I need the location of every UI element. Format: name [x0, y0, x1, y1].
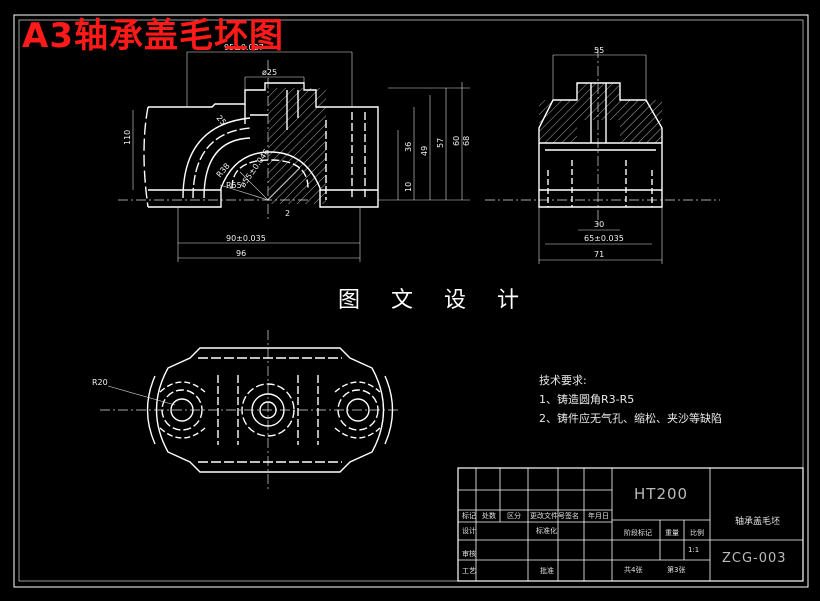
title-block-scale: 1:1: [688, 546, 700, 554]
dim-10: 10: [404, 182, 413, 192]
notes-header: 技术要求:: [539, 374, 587, 387]
dim-36: 36: [404, 142, 413, 152]
title-block-stage-mark: 阶段标记: [624, 529, 652, 537]
header-signature: 签名: [565, 512, 579, 520]
dim-side-65: 65±0.035: [584, 234, 624, 243]
row-design: 设计: [462, 527, 476, 535]
header-change-doc: 更改文件号: [530, 512, 565, 520]
title-block-weight: 重量: [665, 529, 679, 537]
front-view: [143, 82, 379, 208]
dim-r55: R55: [226, 181, 242, 190]
title-block-drawing-no: ZCG-003: [722, 551, 787, 566]
dim-110: 110: [123, 130, 132, 145]
header-count: 处数: [482, 512, 496, 520]
dim-57: 57: [436, 138, 445, 148]
side-dimension-text: 55 30 65±0.035 71: [584, 46, 624, 259]
dim-two: 2: [285, 209, 290, 218]
front-hatch-block: [268, 88, 326, 204]
dim-r20: R20: [92, 378, 108, 387]
title-block-sheet-no: 第3张: [667, 566, 686, 574]
side-hatch-top: [577, 83, 620, 120]
front-dimension-lines: [132, 51, 470, 262]
title-block-grid: [457, 467, 804, 582]
title-block-sheets-total: 共4张: [624, 566, 643, 574]
dim-top-width: 95±0.027: [224, 43, 264, 52]
dim-68: 68: [462, 136, 471, 146]
title-block-ratio: 比例: [690, 529, 704, 537]
drawing-border: [13, 14, 809, 588]
side-hatch-left: [539, 100, 577, 143]
dim-49: 49: [420, 146, 429, 156]
header-zone: 区分: [507, 512, 521, 520]
plan-dimension: R20: [92, 378, 176, 406]
row-review: 审核: [462, 550, 476, 558]
dim-side-71: 71: [594, 250, 604, 259]
plan-view: [146, 347, 394, 473]
dim-r38: R38: [215, 161, 232, 179]
side-hatch-right: [620, 100, 662, 143]
dim-r25: 25: [214, 114, 227, 128]
title-block-material: HT200: [634, 485, 689, 503]
side-dimension-lines: [538, 54, 663, 264]
technical-requirements: 技术要求: 1、铸造圆角R3-R5 2、铸件应无气孔、缩松、夹沙等缺陷: [539, 371, 722, 428]
row-process: 工艺: [462, 567, 476, 575]
inner-border: [18, 19, 804, 582]
note-item-1: 1、铸造圆角R3-R5: [539, 393, 635, 406]
dim-60: 60: [452, 136, 461, 146]
dim-side-30: 30: [594, 220, 604, 229]
row-standard: 标准化: [536, 527, 557, 535]
section-heading: 图 文 设 计: [338, 288, 531, 313]
dim-96: 96: [236, 249, 246, 258]
side-view: [538, 82, 663, 208]
row-approve: 批准: [540, 567, 554, 575]
dim-bore-dia: ø25: [262, 68, 277, 77]
dim-side-55: 55: [594, 46, 604, 55]
drawing-title: A3轴承盖毛坯图: [22, 16, 284, 56]
note-item-2: 2、铸件应无气孔、缩松、夹沙等缺陷: [539, 412, 722, 425]
header-date: 年月日: [588, 512, 609, 520]
header-mark: 标记: [462, 512, 476, 520]
dim-90: 90±0.035: [226, 234, 266, 243]
title-block-part-name: 轴承盖毛坯: [735, 517, 781, 527]
